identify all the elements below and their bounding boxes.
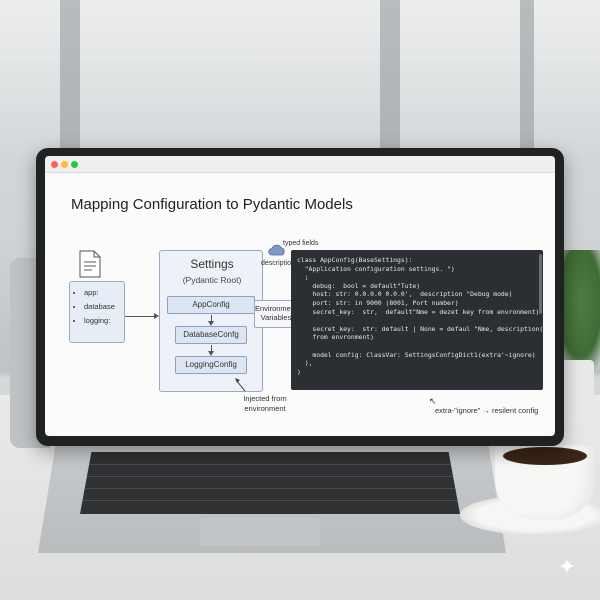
arrow-head bbox=[208, 351, 214, 356]
injected-label-line: environment bbox=[244, 404, 286, 413]
config-key: database bbox=[84, 302, 120, 311]
window-titlebar bbox=[45, 156, 555, 173]
slide-screen: Mapping Configuration to Pydantic Models… bbox=[45, 156, 555, 436]
injected-label: Injected from environment bbox=[235, 394, 295, 414]
coffee bbox=[503, 447, 587, 465]
typed-fields-label: typed fields bbox=[283, 240, 319, 247]
code-line: debug: bool = default"Tute) bbox=[297, 281, 421, 290]
injected-arrow-icon bbox=[235, 378, 246, 392]
code-line: from envronment) bbox=[297, 333, 374, 342]
sparkle-icon: ✦ bbox=[557, 554, 577, 579]
pointer-arrow-icon: ↖ bbox=[429, 396, 437, 406]
plant-pot bbox=[560, 360, 594, 420]
database-config-node: DatabaseConfg bbox=[175, 326, 247, 344]
close-window-button[interactable] bbox=[51, 161, 58, 168]
arrow-line bbox=[125, 316, 155, 317]
environment-variables-box: Environment Variables bbox=[254, 300, 298, 328]
code-line: ; bbox=[297, 273, 309, 282]
minimize-window-button[interactable] bbox=[61, 161, 68, 168]
config-key: app: bbox=[84, 288, 120, 297]
config-file-icon bbox=[79, 250, 101, 278]
app-config-node: AppConfig bbox=[167, 296, 255, 314]
code-line: class AppConfig(BaseSettings): bbox=[297, 256, 413, 264]
settings-title: Settings bbox=[190, 257, 234, 271]
arrow-head bbox=[154, 313, 159, 319]
arrow-line bbox=[211, 345, 212, 353]
code-line: model config: ClassVar: SettingsConfigDi… bbox=[297, 350, 536, 359]
cloud-icon bbox=[268, 244, 285, 256]
code-line: port: str: in 9000 (8001, Port number) bbox=[297, 298, 459, 307]
description-label: description bbox=[261, 260, 295, 267]
wall bbox=[0, 0, 600, 160]
environment-label: Environment bbox=[255, 304, 298, 313]
code-line: "Application configuration settings. ") bbox=[297, 264, 455, 273]
code-line: host: str: 0.0.0.0 0.0.0', description "… bbox=[297, 290, 513, 299]
maximize-window-button[interactable] bbox=[71, 161, 78, 168]
code-line: ), bbox=[297, 359, 313, 368]
slide-title: Mapping Configuration to Pydantic Models bbox=[71, 196, 353, 213]
arrow-head bbox=[208, 321, 214, 326]
injected-label-line: Injected from bbox=[243, 394, 287, 403]
code-line: ) bbox=[297, 367, 301, 376]
footnote: extra-"ignore" → resilent config bbox=[435, 406, 539, 415]
code-line: secret_key: str: default | None = defaul… bbox=[312, 324, 543, 333]
environment-label: Variables bbox=[260, 313, 292, 322]
code-panel: class AppConfig(BaseSettings): "Applicat… bbox=[291, 250, 543, 390]
settings-subtitle: (Pydantic Root) bbox=[182, 275, 242, 285]
code-line bbox=[297, 342, 537, 351]
code-line: secret_key: str, default"Nme = dezet key… bbox=[297, 307, 540, 316]
logging-config-node: LoggingConfig bbox=[175, 356, 247, 374]
config-key: logging: bbox=[84, 316, 120, 325]
config-source-box: app: database logging: bbox=[69, 281, 125, 343]
arrow-line bbox=[211, 315, 212, 323]
monitor: Mapping Configuration to Pydantic Models… bbox=[36, 148, 564, 446]
laptop-trackpad bbox=[200, 518, 320, 546]
laptop-keyboard bbox=[80, 452, 460, 514]
code-line bbox=[297, 316, 537, 325]
code-scrollbar[interactable] bbox=[539, 254, 542, 314]
